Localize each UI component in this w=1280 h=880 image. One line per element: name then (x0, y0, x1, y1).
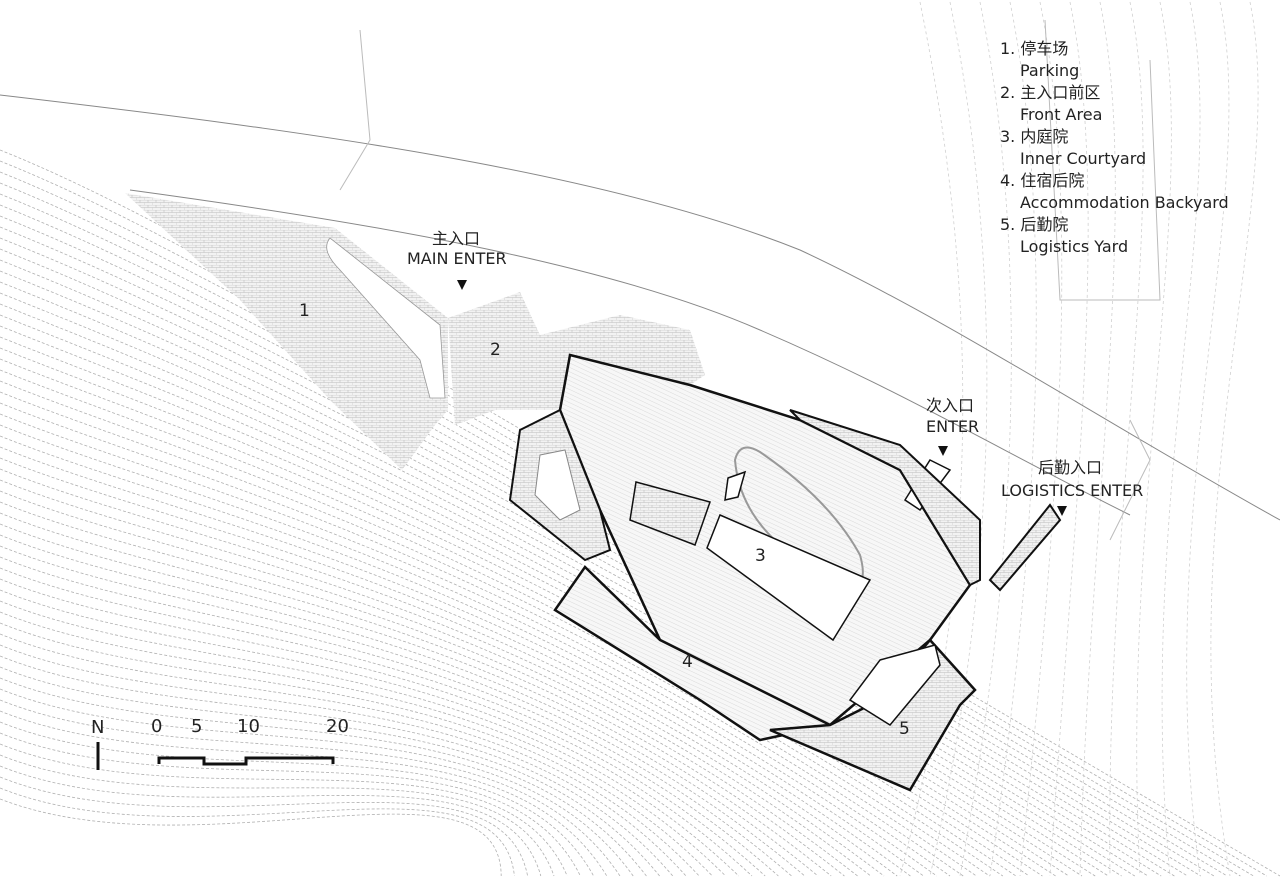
logistics-entrance-zh: 后勤入口 (1038, 458, 1103, 477)
contour-line (0, 710, 608, 877)
front-area (448, 292, 705, 425)
main-entrance-en: MAIN ENTER (407, 249, 507, 268)
logistics-entrance-en: LOGISTICS ENTER (1001, 481, 1144, 500)
legend-zh: 后勤院 (1020, 215, 1069, 234)
zone-label-4: 4 (682, 652, 693, 672)
contour-line (0, 666, 660, 877)
secondary-entrance-path (789, 409, 981, 587)
contour-line (0, 479, 885, 877)
legend-en: Inner Courtyard (1020, 149, 1147, 168)
side-garden (508, 408, 612, 562)
contour-line (0, 545, 806, 877)
main-entrance-zh: 主入口 (432, 229, 481, 248)
legend-item-2: 2. 主入口前区 (1000, 82, 1229, 104)
contour-line (0, 798, 502, 877)
secondary-entrance-en: ENTER (926, 417, 980, 436)
contour-line (929, 1, 988, 877)
building-main (558, 353, 972, 727)
legend-item-3: 3. 内庭院 (1000, 126, 1229, 148)
contour-line (1210, 1, 1259, 877)
contour-line (0, 303, 1096, 877)
contour-line (0, 732, 581, 877)
contour-line (0, 512, 845, 877)
contour-line (0, 325, 1070, 877)
contour-line (0, 743, 568, 877)
zone-label-3: 3 (755, 546, 766, 566)
scale-bar (96, 742, 335, 770)
contour-line (0, 446, 924, 877)
contour-line (0, 523, 832, 877)
zone-label-1: 1 (299, 301, 310, 321)
contour-line (0, 413, 964, 877)
secondary-entrance-zh: 次入口 (926, 396, 975, 415)
north-arrow-label: N (91, 717, 105, 738)
legend-number: 4. (1000, 171, 1016, 190)
legend-en: Parking (1020, 61, 1080, 80)
contour-line (0, 501, 858, 877)
contour-line (0, 369, 1017, 877)
contour-line (0, 391, 990, 877)
main-entrance-arrow-icon (457, 280, 467, 290)
scale-tick-5: 5 (191, 716, 203, 737)
parking-area (125, 193, 448, 470)
legend-number: 2. (1000, 83, 1016, 102)
contour-line (0, 776, 528, 877)
logistics-entrance-arrow-icon (1057, 506, 1067, 516)
zone-label-2: 2 (490, 340, 501, 360)
accommodation-backyard (553, 565, 834, 742)
contour-line (0, 644, 687, 877)
legend-en: Front Area (1020, 105, 1103, 124)
road-edges (0, 19, 1280, 541)
contour-line (0, 721, 594, 877)
contour-line (0, 633, 700, 877)
legend-item-1: 1. 停车场 (1000, 38, 1229, 60)
legend-number: 5. (1000, 215, 1016, 234)
secondary-entrance-arrow-icon (938, 446, 948, 456)
legend-zh: 内庭院 (1020, 127, 1069, 146)
legend: 1. 停车场 Parking 2. 主入口前区 Front Area 3. 内庭… (1000, 38, 1229, 258)
legend-zh: 停车场 (1020, 39, 1069, 58)
legend-zh: 主入口前区 (1020, 83, 1101, 102)
contour-line (0, 534, 819, 877)
scale-tick-0: 0 (151, 716, 163, 737)
contour-line (0, 314, 1083, 877)
scale-tick-20: 20 (326, 716, 349, 737)
legend-item-4: 4. 住宿后院 (1000, 170, 1229, 192)
contour-line (0, 490, 872, 877)
contour-line (0, 567, 779, 877)
contour-line (0, 611, 726, 877)
contour-line (0, 402, 977, 877)
legend-en: Accommodation Backyard (1020, 193, 1229, 212)
contour-line (0, 655, 674, 877)
legend-number: 3. (1000, 127, 1016, 146)
contour-line (0, 380, 1004, 877)
legend-number: 1. (1000, 39, 1016, 58)
contour-line (0, 754, 555, 877)
contour-line (0, 424, 951, 877)
legend-zh: 住宿后院 (1020, 171, 1085, 190)
contour-line (959, 1, 1012, 877)
legend-item-5: 5. 后勤院 (1000, 214, 1229, 236)
zone-label-5: 5 (899, 719, 910, 739)
contour-line (0, 457, 911, 877)
contour-line (0, 622, 713, 877)
contour-line (0, 578, 766, 877)
contour-line (0, 589, 753, 877)
contour-line (0, 787, 515, 877)
legend-en: Logistics Yard (1020, 237, 1129, 256)
scale-tick-10: 10 (237, 716, 260, 737)
logistics-yard (769, 503, 1062, 792)
contour-line (0, 600, 740, 877)
contour-line (0, 688, 634, 877)
contour-line (0, 435, 938, 877)
